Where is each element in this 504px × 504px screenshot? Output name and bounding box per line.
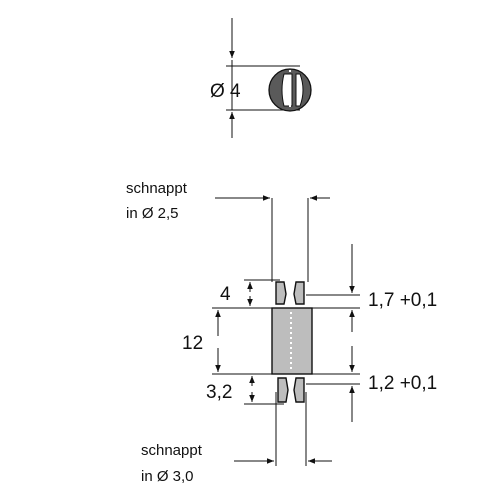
snap-top-line2: in Ø 2,5 (126, 205, 179, 222)
dim-foot-height: 3,2 (206, 382, 232, 403)
dim-groove-top: 1,7 +0,1 (368, 290, 437, 311)
snap-bottom-line2: in Ø 3,0 (141, 468, 194, 485)
snap-top-line1: schnappt (126, 180, 188, 197)
snap-bottom-line1: schnappt (141, 442, 203, 459)
top-view-disc (268, 68, 312, 112)
dim-body-height: 12 (182, 333, 203, 354)
dim-head-height: 4 (220, 284, 231, 305)
side-view-part (271, 281, 313, 403)
side-view: schnappt in Ø 2,5 schnappt in Ø 3,0 (126, 180, 437, 485)
top-view: Ø 4 (210, 18, 312, 138)
diameter-label: Ø 4 (210, 81, 241, 102)
dim-groove-bottom: 1,2 +0,1 (368, 373, 437, 394)
